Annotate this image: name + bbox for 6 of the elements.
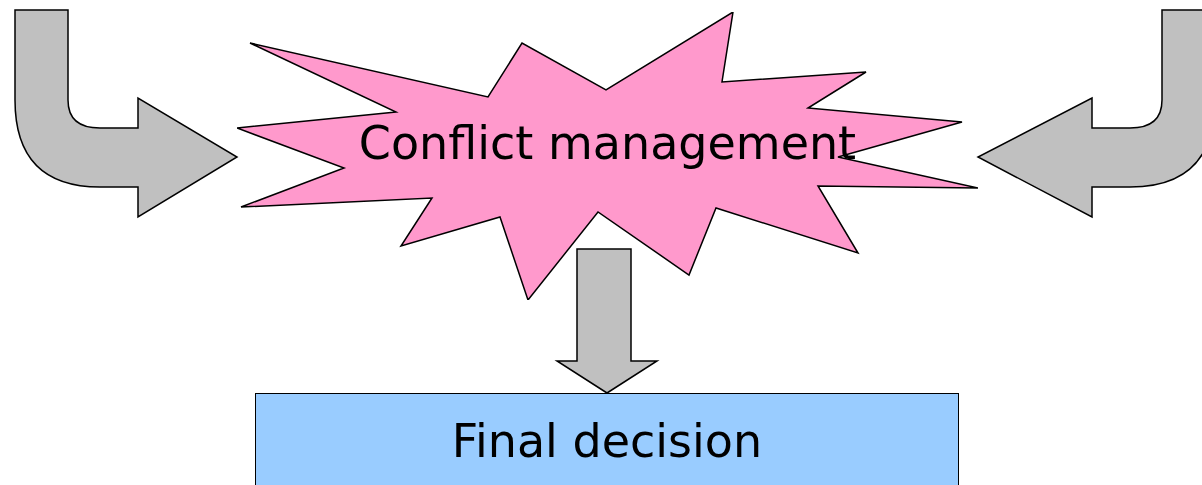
block-arrow [977,9,1202,218]
block-arrow [554,248,660,394]
node-label: Final decision [451,418,763,464]
explosion-shape [237,12,978,300]
process-box [255,393,959,485]
block-arrow [14,9,238,218]
